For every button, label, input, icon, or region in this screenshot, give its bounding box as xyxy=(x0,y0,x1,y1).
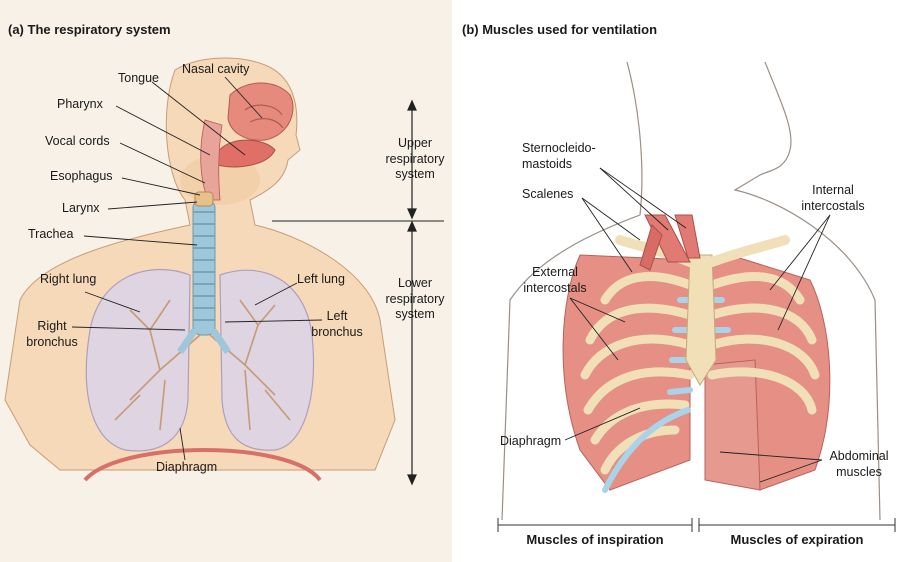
label-scm-line2: mastoids xyxy=(522,156,573,171)
torso-outline-b xyxy=(501,61,881,521)
label-larynx: Larynx xyxy=(62,201,100,215)
right-lung-shape xyxy=(85,268,191,452)
label-external-line1: External xyxy=(532,265,578,279)
label-tongue: Tongue xyxy=(118,71,160,85)
label-left-lung: Left lung xyxy=(297,272,345,286)
nasal-cavity-shape xyxy=(227,82,294,141)
ribcage xyxy=(562,214,831,493)
label-internal-line1: Internal xyxy=(812,183,854,197)
region-arrows xyxy=(272,99,444,486)
label-lower-line2: respiratory xyxy=(385,291,445,306)
label-diaphragm-a: Diaphragm xyxy=(156,460,218,474)
label-external-line2: intercostals xyxy=(523,280,587,295)
panel-b-title: (b) Muscles used for ventilation xyxy=(462,22,658,37)
label-external-intercostals: External intercostals xyxy=(512,265,598,296)
footer-muscles-of-expiration: Muscles of expiration xyxy=(730,532,864,547)
label-right-bronchus: Right bronchus xyxy=(22,319,82,350)
label-scalenes: Scalenes xyxy=(522,187,574,201)
label-scm-line1: Sternocleido- xyxy=(522,141,596,155)
label-sternocleidomastoids: Sternocleido- mastoids xyxy=(522,141,596,172)
label-nasal-cavity: Nasal cavity xyxy=(182,62,250,76)
label-right-bronchus-line1: Right xyxy=(37,319,67,333)
label-left-bronchus: Left bronchus xyxy=(306,309,368,340)
label-lower-line1: Lower xyxy=(397,276,433,290)
diaphragm-curve-a xyxy=(83,448,322,482)
label-left-bronchus-line2: bronchus xyxy=(311,324,363,339)
bronchus-shape xyxy=(177,328,231,354)
label-left-bronchus-line1: Left xyxy=(326,309,348,323)
trachea-shape xyxy=(192,191,216,336)
label-lower-line3: system xyxy=(395,307,435,322)
label-lower-respiratory-system: Lower respiratory system xyxy=(380,276,450,323)
label-diaphragm-b: Diaphragm xyxy=(500,434,562,448)
label-vocal-cords: Vocal cords xyxy=(45,134,110,148)
label-internal-line2: intercostals xyxy=(801,198,865,213)
label-upper-line3: system xyxy=(395,167,435,182)
panel-a-title: (a) The respiratory system xyxy=(8,22,171,37)
label-right-bronchus-line2: bronchus xyxy=(26,334,78,349)
label-abdominal-muscles: Abdominal muscles xyxy=(818,449,900,480)
label-esophagus: Esophagus xyxy=(50,169,113,183)
label-internal-intercostals: Internal intercostals xyxy=(790,183,876,214)
left-lung-shape xyxy=(219,269,315,451)
pharynx-shape xyxy=(200,119,223,201)
footer-brackets xyxy=(497,518,896,532)
label-upper-line1: Upper xyxy=(397,136,433,150)
label-abdominal-line1: Abdominal xyxy=(829,449,889,463)
label-trachea: Trachea xyxy=(28,227,74,241)
leader-lines-a xyxy=(71,76,323,461)
label-right-lung: Right lung xyxy=(40,272,97,286)
footer-muscles-of-inspiration: Muscles of inspiration xyxy=(526,532,664,547)
label-upper-respiratory-system: Upper respiratory system xyxy=(380,136,450,183)
label-upper-line2: respiratory xyxy=(385,151,445,166)
leader-lines-b xyxy=(564,167,831,483)
label-abdominal-line2: muscles xyxy=(836,464,882,479)
label-pharynx: Pharynx xyxy=(57,97,103,111)
tongue-shape xyxy=(217,139,276,168)
